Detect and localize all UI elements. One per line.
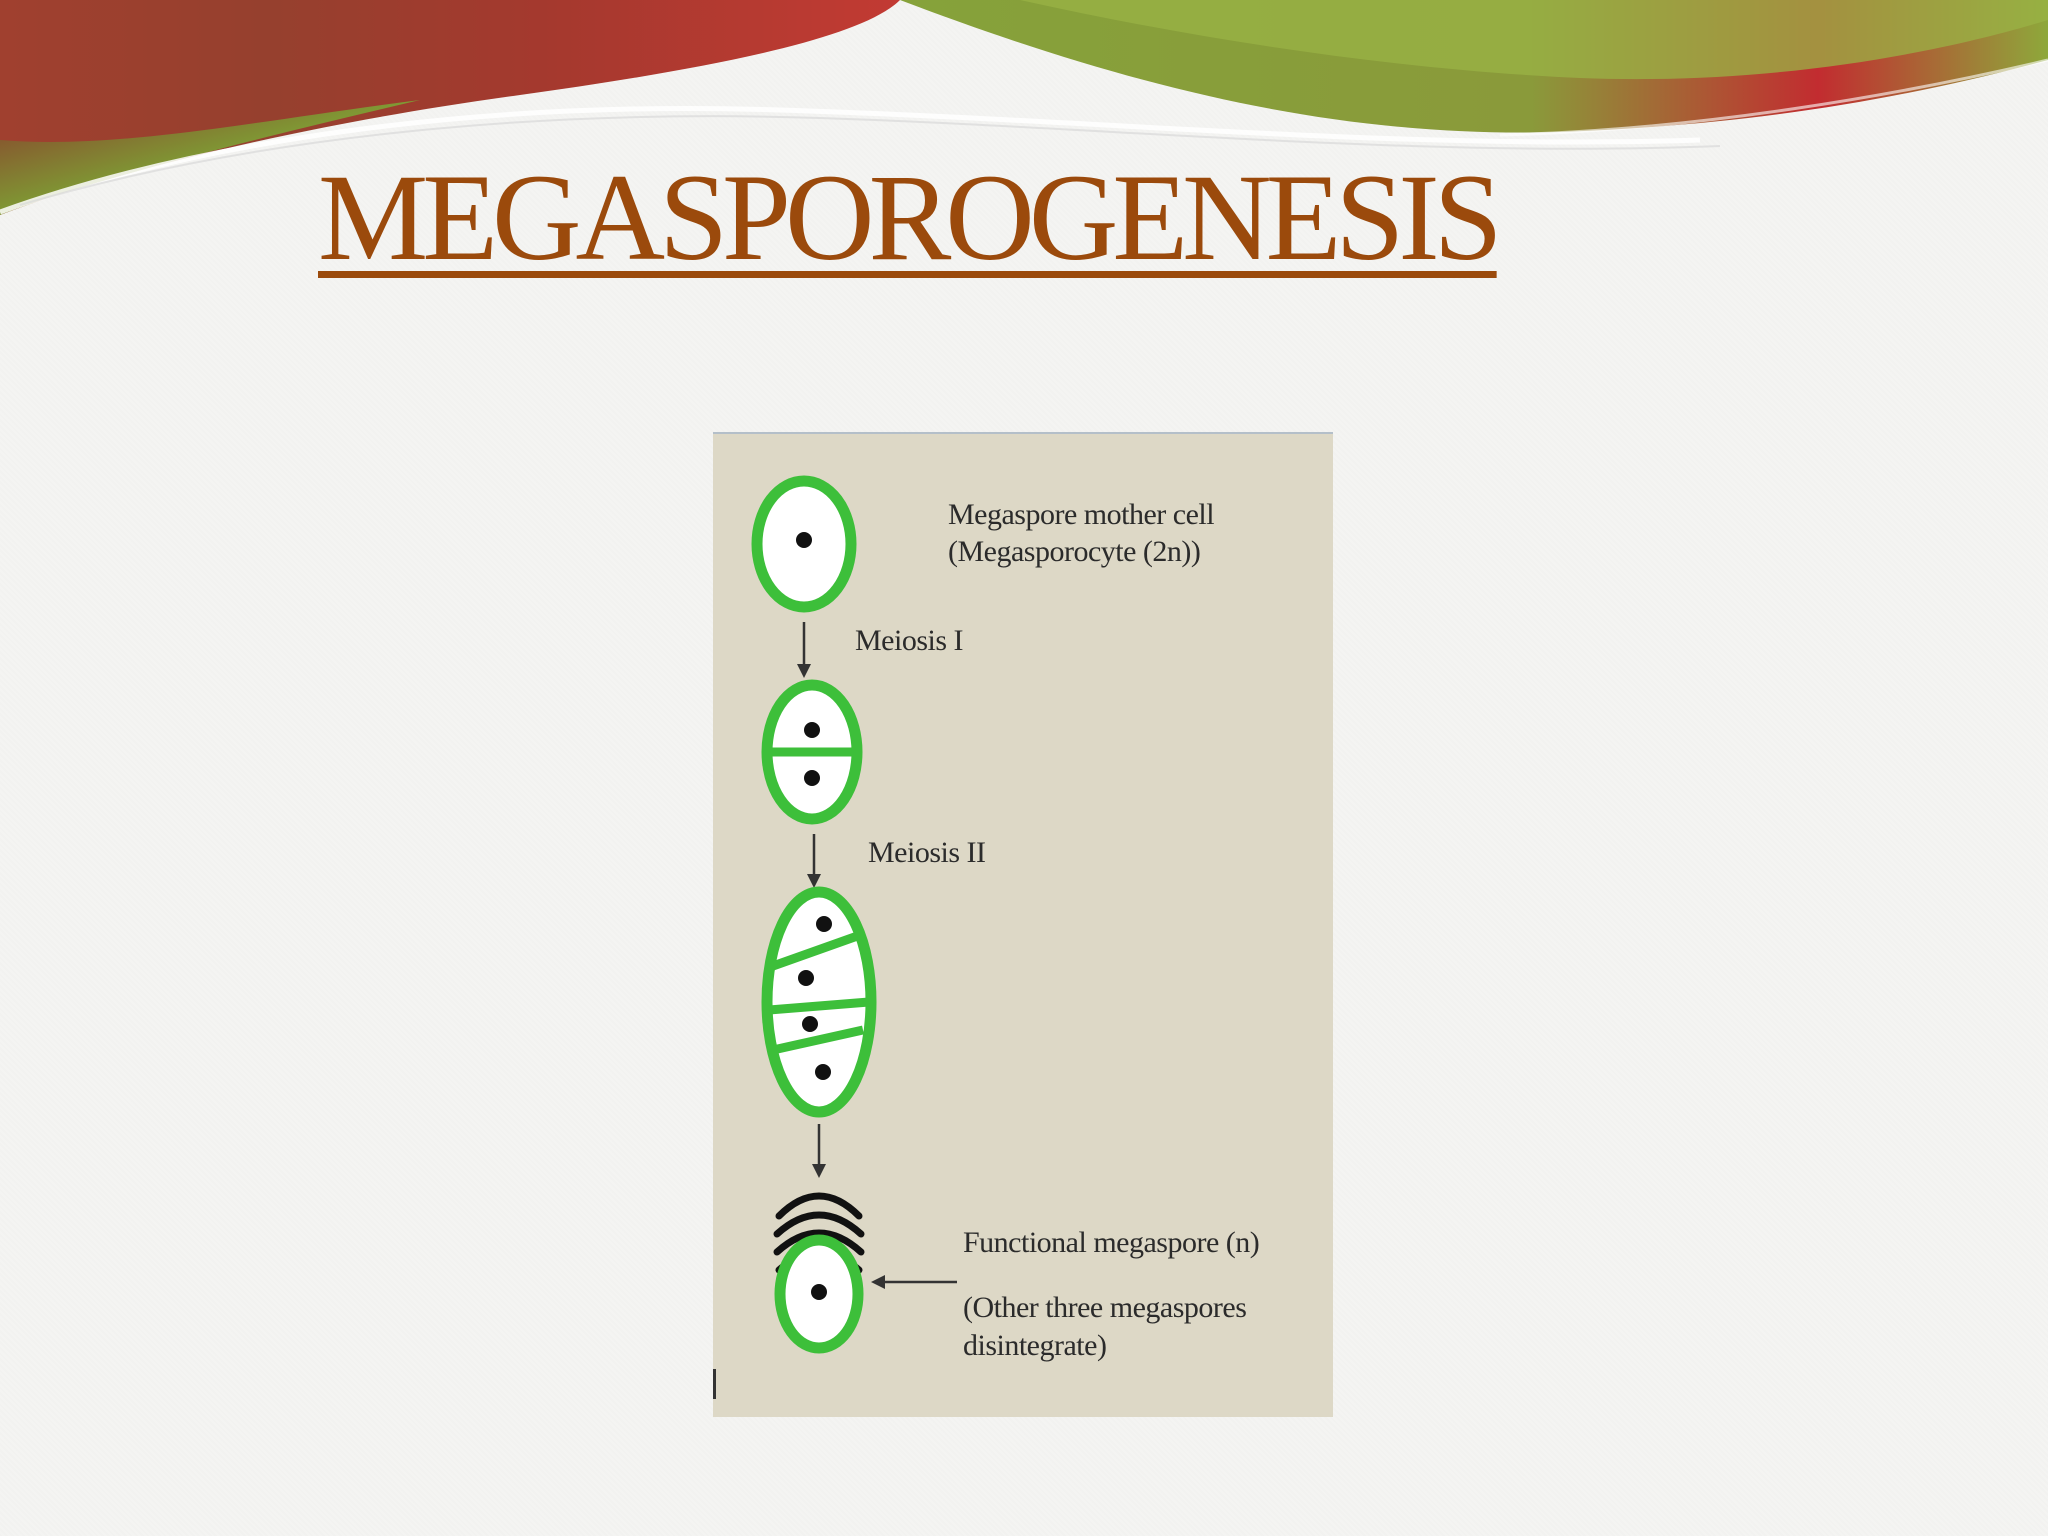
nucleus: [811, 1284, 827, 1300]
label-meiosis-1: Meiosis I: [855, 624, 964, 657]
nucleus: [798, 970, 814, 986]
nucleus: [796, 532, 812, 548]
pointer-arrow: [871, 1275, 957, 1289]
dyad-cell: [761, 679, 863, 825]
tetrad-cell: [761, 886, 877, 1118]
nucleus: [804, 722, 820, 738]
arrow-meiosis-1: [797, 622, 811, 678]
nucleus: [815, 1064, 831, 1080]
functional-megaspore: [774, 1234, 864, 1354]
label-meiosis-2: Meiosis II: [868, 836, 986, 869]
nucleus: [816, 916, 832, 932]
label-note-line-1: (Other three megaspores: [963, 1291, 1247, 1324]
arrow-to-functional: [812, 1124, 826, 1178]
slide-title: MEGASPOROGENESIS: [318, 149, 1503, 286]
arrow-meiosis-2: [807, 834, 821, 888]
label-mother-cell: Megaspore mother cell: [948, 498, 1215, 531]
nucleus: [802, 1016, 818, 1032]
megasporogenesis-diagram: Megaspore mother cell (Megasporocyte (2n…: [713, 432, 1333, 1417]
diagram-drawing: [751, 475, 957, 1354]
label-functional-megaspore: Functional megaspore (n): [963, 1226, 1260, 1259]
decorative-banner: [0, 0, 2048, 215]
label-mother-cell-ploidy: (Megasporocyte (2n)): [948, 535, 1201, 568]
label-note-line-2: disintegrate): [963, 1329, 1107, 1362]
edge-mark: [713, 1369, 716, 1399]
megaspore-mother-cell: [751, 475, 857, 613]
nucleus: [804, 770, 820, 786]
